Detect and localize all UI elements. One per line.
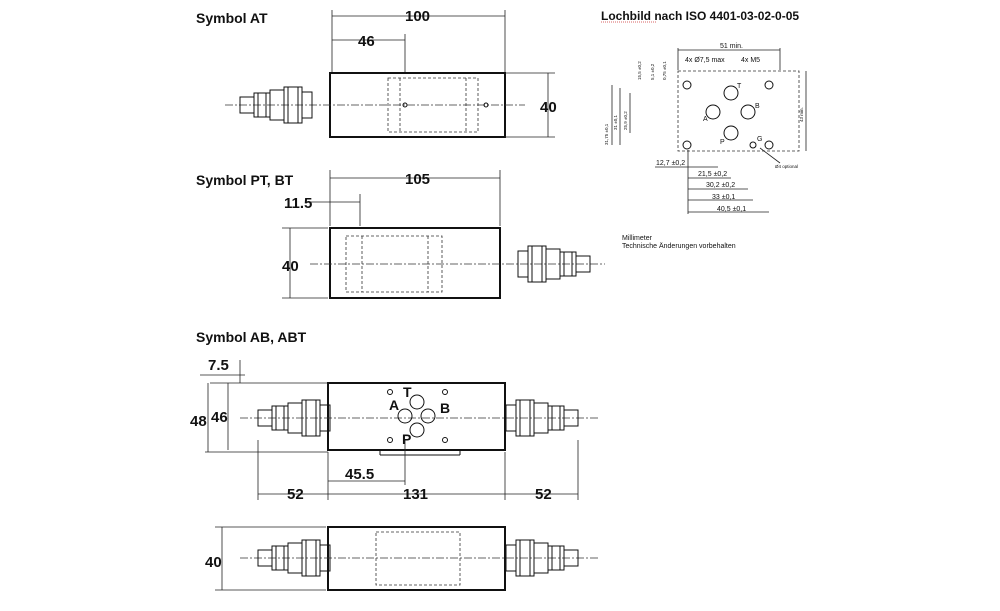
disclaimer-note: Technische Änderungen vorbehalten [622,242,736,250]
dim-5-1: 5,1 ±0,2 [650,63,655,80]
dim-left: 52 [287,486,304,503]
dim-offset: 7.5 [208,357,229,374]
dim-30-2: 30,2 ±0,2 [706,182,735,189]
view-symbol-ab-abt: Symbol AB, ABT 7.5 48 46 T A B P 45.5 52… [190,329,600,503]
port-p: P [720,139,725,146]
dim-height: 40 [205,554,222,571]
port-g: G [757,136,762,143]
dim-length: 131 [403,486,428,503]
dim-21-5: 21,5 ±0,2 [698,171,727,178]
dim-height: 46 [211,409,228,426]
port-t: T [737,83,742,90]
dim-length: 100 [405,8,430,25]
port-label-a: A [389,397,399,413]
dim-15-5: 15,5 ±0,2 [637,61,642,80]
dim-31: 31 ±0,1 [613,115,618,130]
dim-offset: 11.5 [284,195,312,212]
dim-33: 33 ±0,1 [712,194,735,201]
view-title: Symbol PT, BT [196,172,294,188]
view-bottom: 40 [205,526,600,591]
thread-label: 4x M5 [741,57,760,64]
holes-label: 4x Ø7,5 max [685,57,725,64]
view-symbol-at: Symbol AT 100 46 40 [196,8,557,138]
dim-25-9: 25,9 ±0,2 [623,111,628,130]
dim-right: 52 [535,486,552,503]
dim-40-5: 40,5 ±0,1 [717,206,746,213]
view-title: Symbol AB, ABT [196,329,307,345]
dim-offset: 46 [358,33,375,50]
dim-height: 40 [540,99,557,116]
dim-length: 105 [405,171,430,188]
dim-outer-height: 48 [190,413,207,430]
port-label-p: P [402,431,411,447]
port-b: B [755,103,760,110]
iso-mounting-pattern: Lochbild nach ISO 4401-03-02-0-05 51 min… [601,9,807,250]
port-a: A [703,116,708,123]
dim-0-75: 0,75 ±0,1 [662,61,667,80]
optional-hole-label: Ø4 optional [775,164,798,169]
dim-31-75: 31,75 ±0,1 [604,123,609,145]
view-symbol-pt-bt: Symbol PT, BT 105 11.5 40 [196,170,605,299]
view-title: Symbol AT [196,10,268,26]
dim-port: 45.5 [345,466,374,483]
port-label-b: B [440,400,450,416]
dim-51: 51 min. [720,43,743,50]
dim-height: 40 [282,258,299,275]
pattern-title: Lochbild nach ISO 4401-03-02-0-05 [601,9,799,23]
port-label-t: T [403,384,412,400]
units-note: Millimeter [622,235,653,242]
dim-43: 43 min. [799,107,804,122]
dim-12-7: 12,7 ±0,2 [656,160,685,167]
